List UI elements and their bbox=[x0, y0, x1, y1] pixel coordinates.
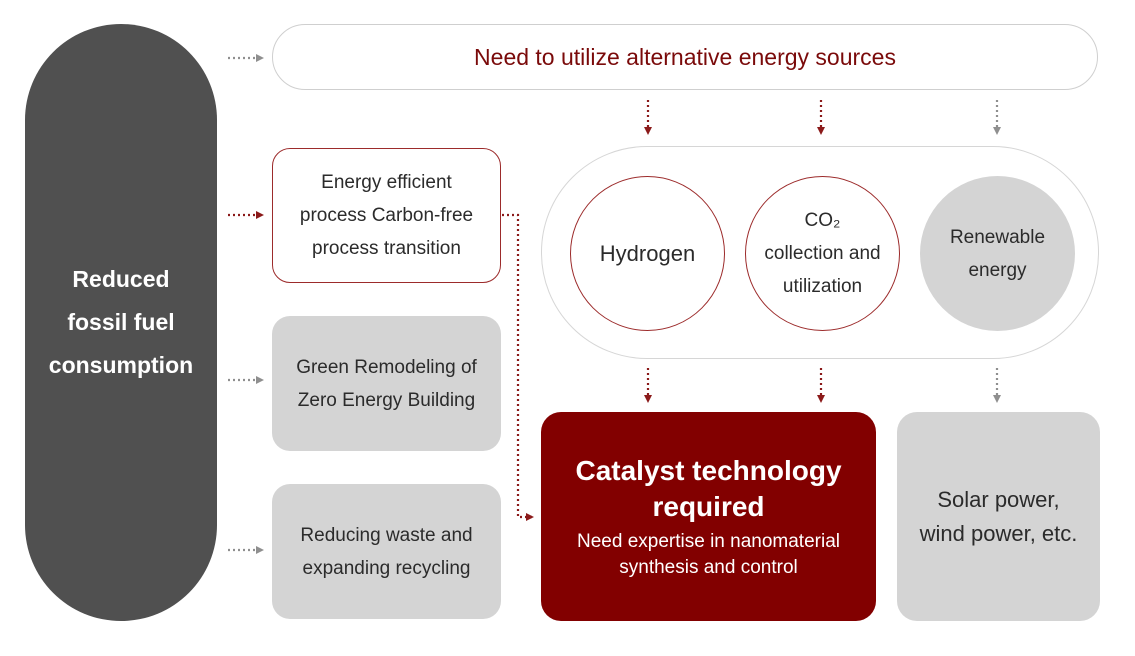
pill-line-1: Reduced bbox=[72, 266, 170, 292]
catalyst-subtitle-line-2: synthesis and control bbox=[619, 556, 798, 578]
renewable-line-1: Renewable bbox=[949, 226, 1046, 248]
solar-line-2: wind power, etc. bbox=[919, 520, 1078, 546]
reduced-fossil-fuel-pill: Reduced fossil fuel consumption bbox=[25, 24, 217, 621]
solar-line-1: Solar power, bbox=[937, 486, 1060, 512]
renewable-energy-circle: Renewable energy bbox=[920, 176, 1075, 331]
catalyst-title-line-2: required bbox=[652, 490, 765, 522]
pill-line-2: fossil fuel bbox=[67, 309, 175, 335]
catalyst-subtitle-line-1: Need expertise in nanomaterial bbox=[577, 530, 840, 552]
pill-line-3: consumption bbox=[48, 352, 194, 378]
reducing-waste-line-2: expanding recycling bbox=[302, 557, 471, 579]
co2-circle: CO₂ collection and utilization bbox=[745, 176, 900, 331]
catalyst-subtitle: Need expertise in nanomaterial synthesis… bbox=[577, 529, 840, 581]
energy-efficient-box: Energy efficient process Carbon-free pro… bbox=[272, 148, 501, 283]
co2-line-2: collection and bbox=[764, 243, 881, 264]
renewable-line-2: energy bbox=[968, 259, 1027, 281]
co2-line-1: CO₂ bbox=[804, 210, 841, 231]
arrow-energy-efficient-to-catalyst bbox=[502, 213, 534, 521]
energy-efficient-line-1: Energy efficient bbox=[321, 172, 452, 193]
green-remodeling-line-2: Zero Energy Building bbox=[297, 389, 476, 411]
green-remodeling-box: Green Remodeling of Zero Energy Building bbox=[272, 316, 501, 451]
energy-efficient-line-3: process transition bbox=[312, 238, 461, 259]
reducing-waste-box: Reducing waste and expanding recycling bbox=[272, 484, 501, 619]
hydrogen-label: Hydrogen bbox=[599, 241, 696, 266]
catalyst-technology-box: Catalyst technology required Need expert… bbox=[541, 412, 876, 621]
reducing-waste-line-1: Reducing waste and bbox=[300, 524, 473, 546]
alternative-energy-banner: Need to utilize alternative energy sourc… bbox=[272, 24, 1098, 90]
green-remodeling-line-1: Green Remodeling of bbox=[296, 356, 477, 378]
banner-text: Need to utilize alternative energy sourc… bbox=[474, 43, 896, 70]
catalyst-title: Catalyst technology required bbox=[575, 453, 841, 525]
catalyst-title-line-1: Catalyst technology bbox=[575, 454, 842, 486]
solar-wind-box: Solar power, wind power, etc. bbox=[897, 412, 1100, 621]
co2-line-3: utilization bbox=[782, 276, 863, 297]
energy-efficient-line-2: process Carbon-free bbox=[299, 205, 474, 226]
hydrogen-circle: Hydrogen bbox=[570, 176, 725, 331]
